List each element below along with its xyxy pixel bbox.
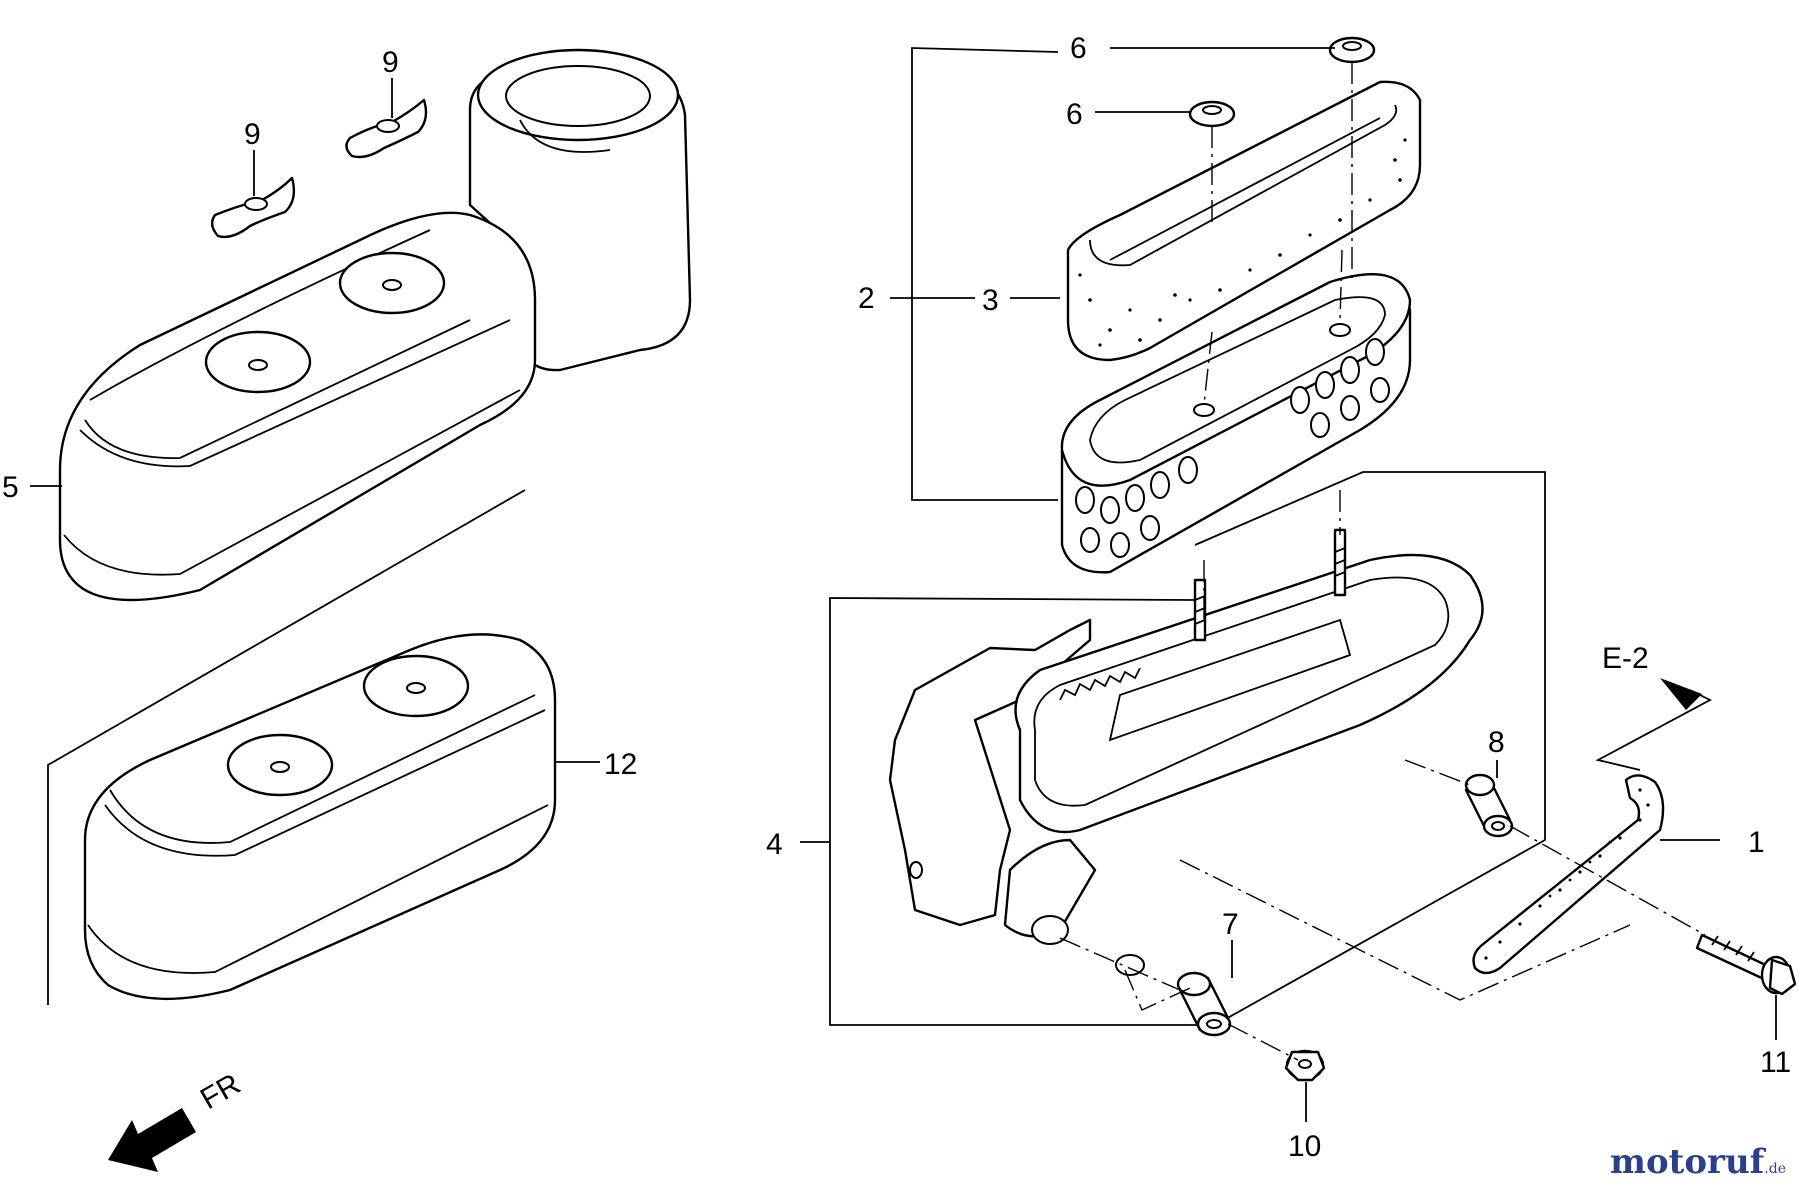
flange-bolt-part-11 — [1695, 933, 1797, 996]
filter-group-bracket — [911, 47, 1059, 501]
callout-12: 12 — [604, 748, 637, 781]
flange-nut-part-10 — [1284, 1049, 1326, 1082]
collar-part-7 — [1176, 971, 1232, 1037]
breather-tube-part-1 — [1472, 774, 1665, 975]
callout-6-upper: 6 — [1070, 32, 1087, 65]
callout-5: 5 — [2, 471, 19, 504]
watermark-logo: motoruf.de — [1610, 1142, 1786, 1182]
reference-e2-label: E-2 — [1602, 642, 1649, 675]
tube-texture — [1484, 788, 1650, 960]
callout-7: 7 — [1222, 908, 1239, 941]
callout-2: 2 — [858, 282, 875, 315]
front-direction-label: FR — [195, 1067, 246, 1116]
watermark-domain: .de — [1764, 1161, 1786, 1177]
front-direction-arrow: FR — [108, 1067, 246, 1172]
callout-11: 11 — [1760, 1046, 1791, 1079]
callout-3: 3 — [982, 284, 999, 317]
callout-10: 10 — [1288, 1130, 1321, 1163]
wing-nut-part-9-left — [210, 176, 296, 239]
paper-filter-element — [1060, 272, 1412, 574]
reference-e2-arrow — [1660, 678, 1702, 710]
foam-texture — [1078, 138, 1407, 347]
inner-cover-part-12 — [83, 633, 557, 1001]
air-cleaner-cover-part-5 — [58, 48, 692, 602]
air-cleaner-base-part-4 — [888, 528, 1484, 976]
leader-lines — [30, 47, 1777, 1122]
wing-nut-part-9-right — [345, 98, 428, 159]
collar-part-8 — [1464, 773, 1514, 838]
callout-1: 1 — [1748, 826, 1765, 859]
grommet-part-6-upper — [1328, 36, 1376, 64]
grommet-part-6-lower — [1188, 100, 1236, 128]
base-group-bracket — [829, 471, 1546, 1026]
cover-group-bracket — [47, 489, 526, 1005]
callout-8: 8 — [1488, 726, 1505, 759]
callout-4: 4 — [766, 828, 783, 861]
callout-9-left: 9 — [244, 118, 261, 151]
foam-pre-cleaner-part-3 — [1066, 80, 1422, 362]
pleat-holes — [1075, 338, 1390, 558]
assembly-centerlines — [1059, 62, 1706, 1061]
watermark-name: motoruf — [1610, 1142, 1765, 1182]
callout-6-lower: 6 — [1066, 98, 1083, 131]
callout-9-right: 9 — [382, 46, 399, 79]
